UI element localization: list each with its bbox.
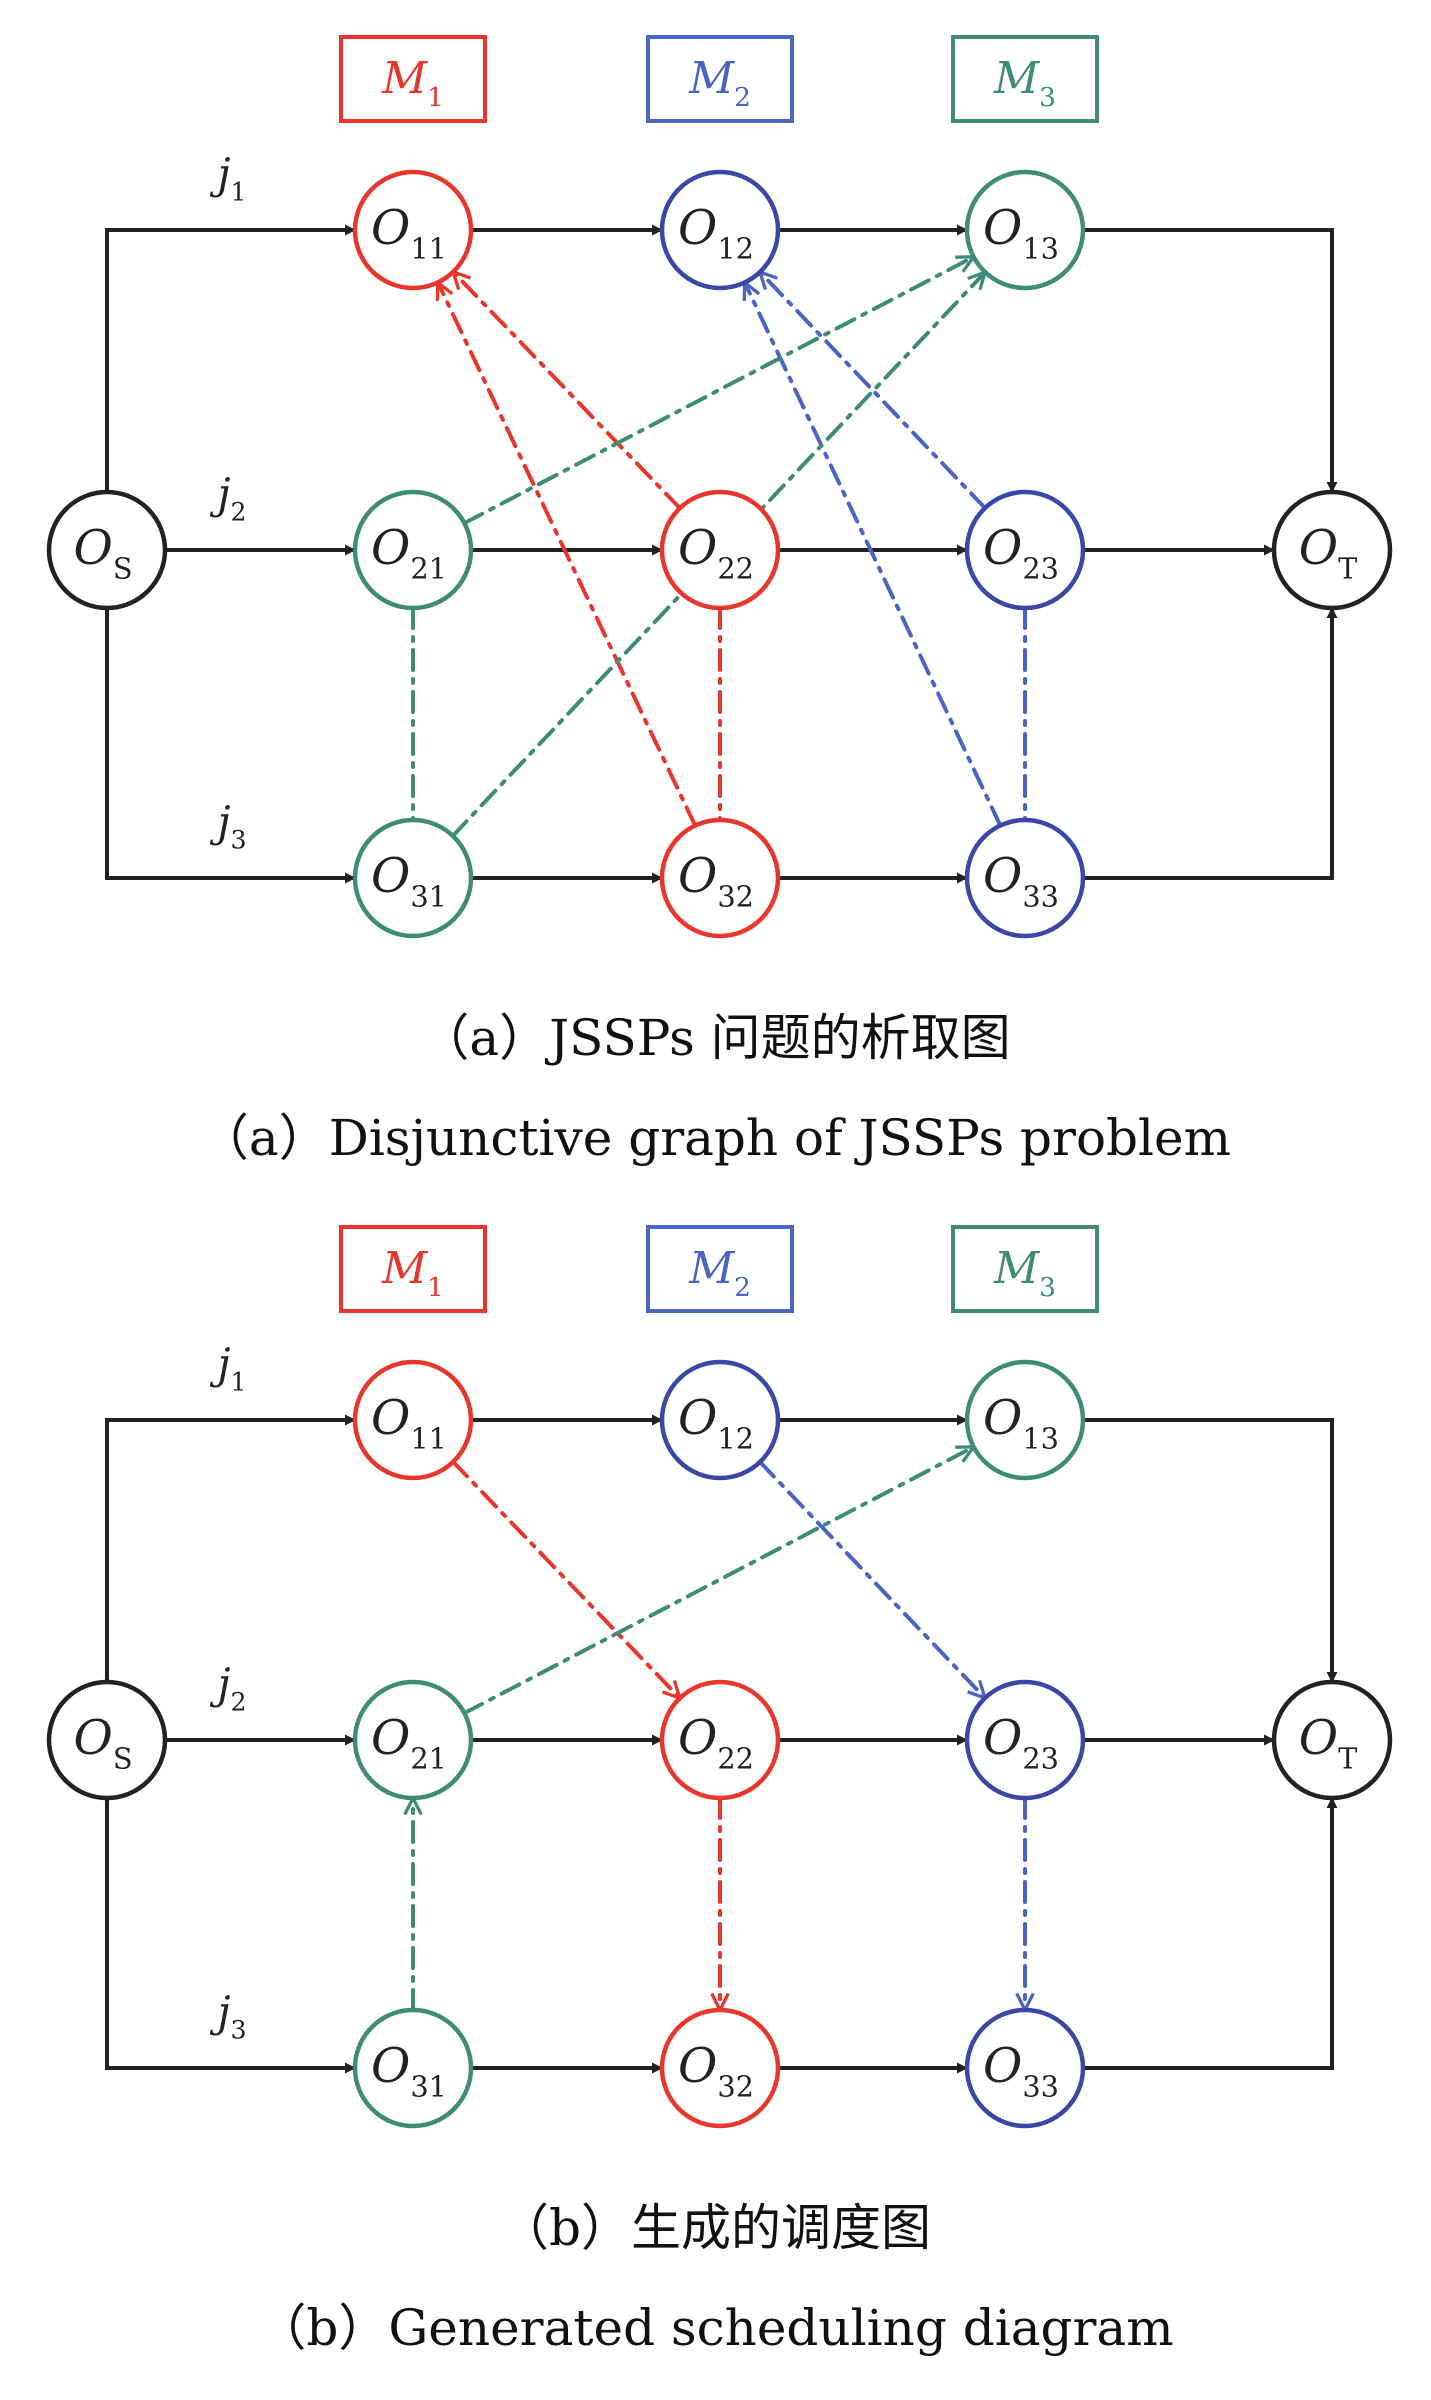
a-node-o22-label: O22	[678, 520, 754, 585]
caption-a-english: （a）Disjunctive graph of JSSPs problem	[199, 1109, 1231, 1167]
a-node-o21: O21	[352, 489, 474, 611]
b-job-label-j1: j1	[209, 1339, 246, 1397]
b-node-o12: O12	[659, 1359, 781, 1481]
a-node-o31-label: O31	[371, 848, 447, 913]
b-node-o13: O13	[964, 1359, 1086, 1481]
b-node-o23: O23	[964, 1679, 1086, 1801]
a-machine-box-m3: M3	[951, 35, 1099, 123]
b-node-ot: OT	[1271, 1679, 1393, 1801]
a-node-ot-label: OT	[1299, 520, 1358, 585]
a-node-o13-label: O13	[983, 200, 1059, 265]
b-edge-source-j3	[105, 1798, 356, 2074]
b-node-o31: O31	[352, 2007, 474, 2129]
a-machine-label-m3: M3	[993, 53, 1056, 113]
b-edge-j1-sink	[1083, 1418, 1338, 1683]
b-sched-o11-o22	[451, 1459, 680, 1698]
a-node-o12: O12	[659, 169, 781, 291]
a-node-o22: O22	[659, 489, 781, 611]
b-sched-o21-o13	[462, 1444, 973, 1716]
a-node-o23-label: O23	[983, 520, 1059, 585]
a-machine-box-m1: M1	[339, 35, 487, 123]
a-node-o33-label: O33	[983, 848, 1059, 913]
b-job-label-j3: j3	[209, 1987, 246, 2045]
b-node-o11-label: O11	[371, 1390, 447, 1455]
a-disj-o21-o13	[462, 254, 973, 526]
b-edge-source-j1	[105, 1414, 356, 1682]
a-node-os: OS	[46, 489, 168, 611]
a-node-o32-label: O32	[678, 848, 754, 913]
b-node-o21-label: O21	[371, 1710, 447, 1775]
a-machine-label-m2: M2	[688, 53, 751, 113]
b-machine-label-m2: M2	[688, 1243, 751, 1303]
b-node-o33-label: O33	[983, 2038, 1059, 2103]
b-node-o22: O22	[659, 1679, 781, 1801]
a-node-ot: OT	[1271, 489, 1393, 611]
a-node-o32: O32	[659, 817, 781, 939]
b-node-os-label: OS	[73, 1710, 132, 1775]
b-machine-label-m1: M1	[381, 1243, 444, 1303]
b-node-o11: O11	[352, 1359, 474, 1481]
a-disj-o32-o11	[438, 282, 698, 828]
b-machine-box-m2: M2	[646, 1225, 794, 1313]
b-machine-box-m3: M3	[951, 1225, 1099, 1313]
caption-b-english: （b）Generated scheduling diagram	[256, 2299, 1173, 2357]
a-node-o11-label: O11	[371, 200, 447, 265]
b-node-o12-label: O12	[678, 1390, 754, 1455]
a-node-o33: O33	[964, 817, 1086, 939]
b-node-ot-label: OT	[1299, 1710, 1358, 1775]
b-node-o32: O32	[659, 2007, 781, 2129]
a-disj-o33-o12	[745, 282, 1003, 828]
b-job-label-j2: j2	[209, 1659, 246, 1717]
a-disj-o22-o11	[453, 272, 682, 511]
a-node-os-label: OS	[73, 520, 132, 585]
b-machine-label-m3: M3	[993, 1243, 1056, 1303]
b-node-o22-label: O22	[678, 1710, 754, 1775]
a-edge-j3-sink	[1083, 607, 1338, 880]
b-node-o23-label: O23	[983, 1710, 1059, 1775]
caption-a-chinese: （a）JSSPs 问题的析取图	[419, 1009, 1010, 1067]
a-disj-o23-o12	[760, 272, 987, 511]
b-edge-j3-sink	[1083, 1797, 1338, 2070]
b-node-o21: O21	[352, 1679, 474, 1801]
a-node-o23: O23	[964, 489, 1086, 611]
b-sched-o12-o23	[758, 1459, 985, 1698]
caption-b-chinese: （b）生成的调度图	[499, 2199, 931, 2257]
a-edge-source-j3	[105, 608, 356, 884]
a-node-o31: O31	[352, 817, 474, 939]
b-node-o33: O33	[964, 2007, 1086, 2129]
a-node-o12-label: O12	[678, 200, 754, 265]
b-node-o32-label: O32	[678, 2038, 754, 2103]
b-node-o31-label: O31	[371, 2038, 447, 2103]
b-node-o13-label: O13	[983, 1390, 1059, 1455]
b-machine-box-m1: M1	[339, 1225, 487, 1313]
a-edge-j1-sink	[1083, 228, 1338, 493]
a-job-label-j3: j3	[209, 797, 246, 855]
a-machine-box-m2: M2	[646, 35, 794, 123]
b-node-os: OS	[46, 1679, 168, 1801]
a-node-o13: O13	[964, 169, 1086, 291]
a-job-label-j2: j2	[209, 469, 246, 527]
a-machine-label-m1: M1	[381, 53, 444, 113]
a-edge-source-j1	[105, 224, 356, 492]
a-job-label-j1: j1	[209, 149, 246, 207]
a-node-o21-label: O21	[371, 520, 447, 585]
a-node-o11: O11	[352, 169, 474, 291]
